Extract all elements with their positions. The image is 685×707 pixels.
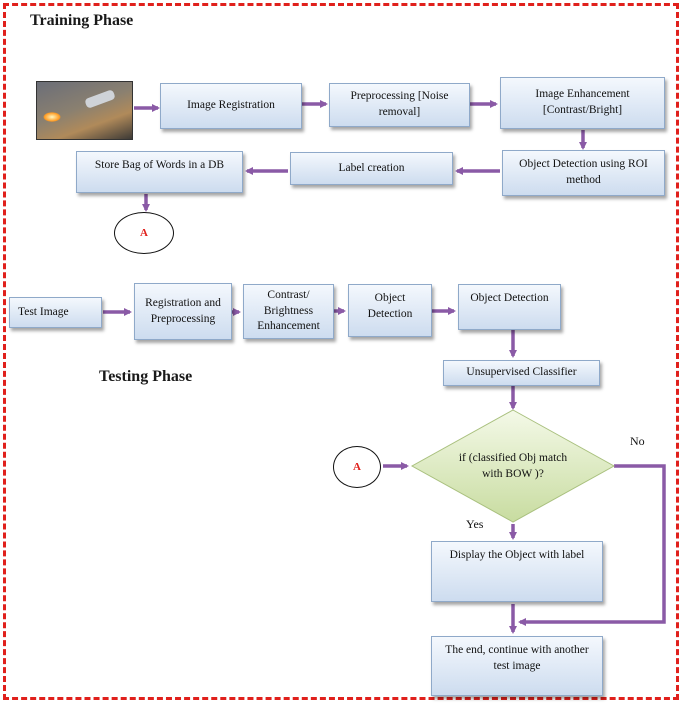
store-bow-label: Store Bag of Words in a DB [94,159,225,171]
preprocessing-label: Preprocessing [Noise removal] [350,90,449,118]
registration-preprocessing-box: Registration and Preprocessing [134,283,232,340]
no-label: No [630,434,645,448]
display-object-label: Display the Object with label [449,549,585,561]
arrow-decision-no-to-end [518,464,666,626]
image-enhancement-label: Image Enhancement [Contrast/Bright] [535,88,630,116]
dashed-border-frame [3,3,679,700]
yes-label: Yes [466,517,484,531]
store-bow-box: Store Bag of Words in a DB [76,151,243,193]
object-detection-roi-box: Object Detection using ROI method [502,150,665,196]
jet-fighter-image [36,81,133,140]
testing-phase-title: Testing Phase [99,368,193,385]
object-detection-label-1: Object Detection [367,292,413,320]
connector-a-testing-label: A [353,461,361,473]
contrast-brightness-label: Contrast/ Brightness Enhancement [257,289,320,333]
object-detection-roi-label: Object Detection using ROI method [519,158,648,186]
test-image-box: Test Image [9,297,102,328]
unsupervised-classifier-box: Unsupervised Classifier [443,360,600,386]
image-registration-box: Image Registration [160,83,302,129]
display-object-box: Display the Object with label [431,541,603,602]
end-box: The end, continue with another test imag… [431,636,603,696]
decision-diamond [410,409,616,523]
unsupervised-classifier-label: Unsupervised Classifier [466,366,577,379]
image-registration-label: Image Registration [187,99,275,112]
training-phase-title: Training Phase [30,12,134,29]
end-label: The end, continue with another test imag… [445,644,589,672]
connector-a-training-label: A [140,227,148,239]
jet-shape [84,89,116,109]
label-creation-label: Label creation [338,161,405,174]
decision-text: if (classified Obj match with BOW )? [458,452,568,480]
preprocessing-box: Preprocessing [Noise removal] [329,83,470,127]
image-enhancement-box: Image Enhancement [Contrast/Bright] [500,77,665,129]
connector-a-testing: A [333,446,381,488]
contrast-brightness-box: Contrast/ Brightness Enhancement [243,284,334,339]
connector-a-training: A [114,212,174,254]
test-image-label: Test Image [18,305,69,318]
object-detection-box-1: Object Detection [348,284,432,337]
object-detection-box-2: Object Detection [458,284,561,330]
label-creation-box: Label creation [290,152,453,185]
object-detection-label-2: Object Detection [470,292,549,304]
flare-shape [43,112,61,122]
registration-preprocessing-label: Registration and Preprocessing [145,296,221,325]
